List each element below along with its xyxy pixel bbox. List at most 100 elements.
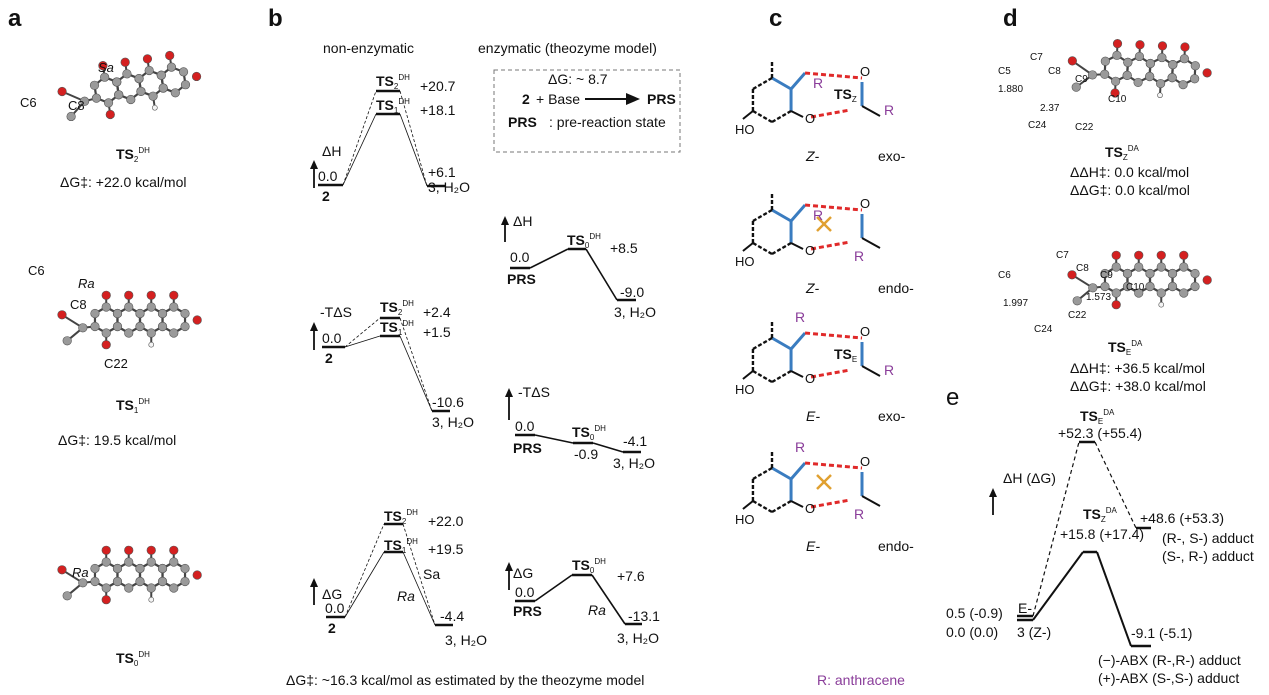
label-b-non_dG-p_val: -4.4: [440, 608, 465, 624]
label-b-non_dG-ts1: TS1DH: [384, 537, 418, 555]
oxygen-atom: [105, 109, 115, 120]
carbon-atom: [100, 72, 110, 82]
label-e-e_label: E-: [1018, 600, 1032, 616]
panel-label-d: d: [1003, 5, 1018, 32]
oxygen-atom: [146, 545, 156, 555]
cross-icon: [816, 216, 832, 232]
oxygen-atom: [98, 61, 108, 71]
oxygen-atom: [1202, 275, 1212, 285]
ts-base: TS: [572, 424, 590, 440]
carbon-atom: [91, 93, 102, 103]
ring-bond: [771, 109, 792, 124]
ho-bond: [742, 242, 754, 252]
carbon-atom: [1179, 54, 1189, 64]
ts-base: TS: [380, 319, 398, 335]
mode-label: endo-: [878, 280, 914, 296]
carbon-atom: [169, 328, 179, 338]
carbon-atom: [112, 77, 122, 87]
info-box: [493, 69, 681, 153]
cross-icon: [816, 474, 832, 490]
carbon-atom: [124, 328, 134, 338]
oxygen-atom: [1180, 42, 1190, 52]
forming-bond: [810, 498, 851, 509]
ring-bond: [771, 241, 792, 256]
carbon-atom: [1168, 60, 1178, 70]
oxygen-atom: [169, 545, 179, 555]
distance-label: 2.37: [1040, 103, 1060, 114]
carbon-atom: [1190, 61, 1200, 71]
label-b-non_dG-r_val: 0.0: [325, 600, 345, 616]
carbon-atom: [169, 557, 179, 567]
atom-label-c8: C8: [68, 98, 85, 113]
oxygen-label-2: O: [805, 243, 816, 258]
ring-bond: [771, 466, 792, 481]
connector-line: [534, 574, 573, 602]
oxygen-atom: [1202, 68, 1212, 78]
carbon-atom: [157, 308, 168, 319]
label-b-non_TdS-axis: -TΔS: [320, 304, 352, 320]
ts-sup: DH: [594, 424, 606, 433]
connector-line: [399, 90, 428, 187]
hydrogen-atom: [148, 341, 155, 348]
carbon-atom: [62, 336, 72, 346]
connector-line: [399, 317, 433, 412]
connector-line: [342, 113, 377, 186]
ts-sup: DH: [138, 397, 150, 406]
oxygen-atom: [120, 57, 130, 67]
atom-label: C7: [1056, 250, 1069, 261]
oxygen-atom: [101, 545, 111, 555]
forming-bond: [804, 203, 863, 212]
ts0-label: TS0DH: [116, 650, 150, 668]
atom-label-c8: C8: [70, 297, 87, 312]
tsz-ddg: ΔΔG‡: 0.0 kcal/mol: [1070, 182, 1190, 198]
carbon-atom: [1145, 71, 1155, 82]
distance-label: 1.997: [1003, 298, 1029, 309]
oxygen-atom: [1156, 250, 1166, 260]
label-b-enz_TdS-r_val: 0.0: [515, 418, 535, 434]
atom-label: C24: [1034, 324, 1053, 335]
atom-label: C5: [998, 66, 1011, 77]
forming-bond: [810, 108, 851, 119]
carbon-atom: [1179, 262, 1189, 272]
carbon-atom: [146, 328, 156, 338]
carbon-atom: [148, 91, 158, 101]
geometry-label: E-: [806, 408, 820, 424]
carbon-atom: [169, 583, 179, 593]
label-b-non_TdS-ts2_val: +2.4: [423, 304, 451, 320]
oxygen-label-1: O: [860, 196, 871, 211]
carbon-atom: [78, 578, 88, 588]
ts-sup: DA: [1127, 144, 1139, 153]
ts-sup: DH: [398, 97, 410, 106]
label-b-non_dG-ts2: TS2DH: [384, 508, 418, 526]
label-b-enz_TdS-p: 3, H₂O: [613, 455, 655, 471]
oxygen-atom: [1135, 40, 1145, 50]
ts-base: TS: [567, 232, 585, 248]
carbon-atom: [122, 69, 132, 79]
carbon-atom: [1111, 76, 1121, 86]
label-b-enz_dH-r_val: 0.0: [510, 249, 530, 265]
ts-sup: DH: [406, 508, 418, 517]
oxygen-atom: [192, 570, 202, 580]
label-b-enz_TdS-ts0_val: -0.9: [574, 446, 599, 462]
atom-label-ra: Ra: [72, 565, 89, 580]
label-b-non_dG-p: 3, H₂O: [445, 632, 487, 648]
ts-sub: 0: [589, 433, 595, 442]
ring-bond: [752, 499, 773, 514]
box-def-term: PRS: [508, 114, 537, 130]
label-e-tse_val: +52.3 (+55.4): [1058, 425, 1143, 441]
ts-sub: Z: [1122, 153, 1128, 162]
label-e-tsz_val: +15.8 (+17.4): [1060, 526, 1145, 542]
tse-ddh: ΔΔH‡: +36.5 kcal/mol: [1070, 360, 1206, 376]
ho-label: HO: [735, 512, 755, 527]
carbon-atom: [157, 321, 168, 332]
carbon-atom: [178, 67, 189, 77]
mode-label: exo-: [878, 408, 906, 424]
label-b-non_TdS-ts1_val: +1.5: [423, 324, 451, 340]
carbon-atom: [124, 557, 134, 567]
atom-label-c22: C22: [104, 356, 128, 371]
label-e-adduct1: (R-, S-) adduct: [1162, 530, 1254, 546]
oxygen-atom: [165, 50, 175, 61]
carbon-atom: [180, 576, 190, 587]
oxygen-atom: [1157, 41, 1168, 51]
label-b-enz_TdS-p_val: -4.1: [623, 433, 648, 449]
